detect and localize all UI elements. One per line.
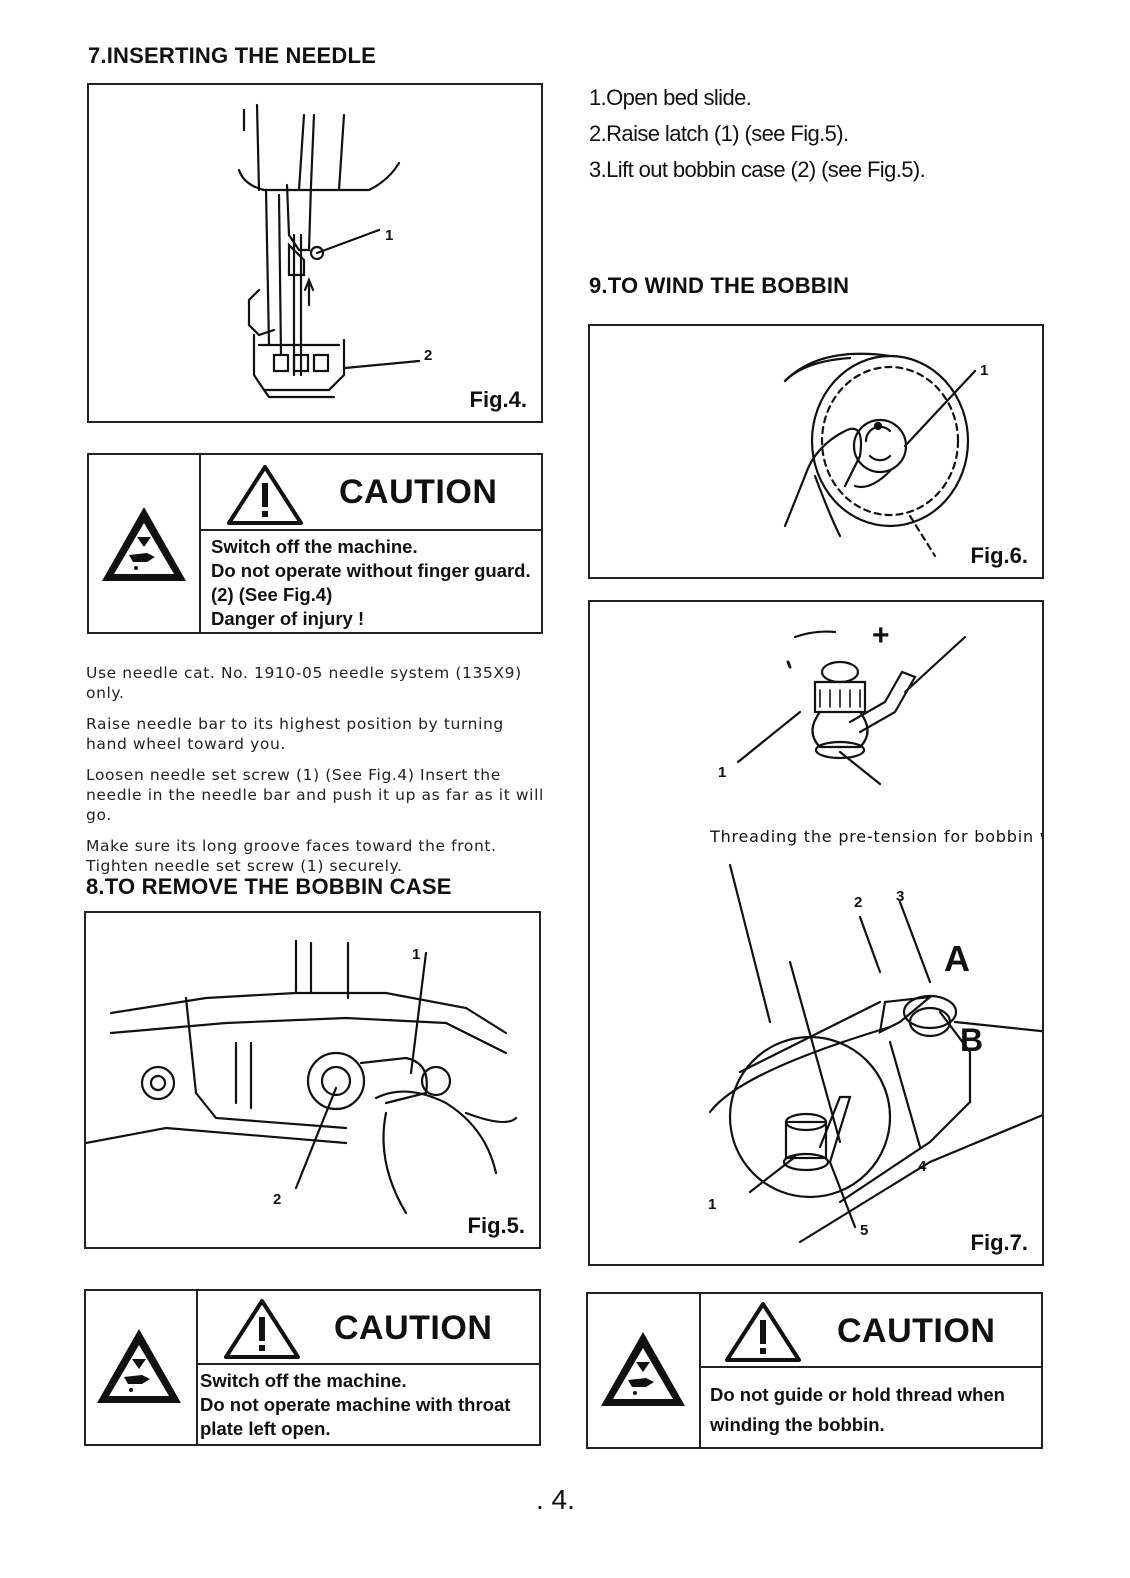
caution-title: CAUTION <box>334 1309 493 1347</box>
caution-box-finger-guard: CAUTION Switch off the machine. Do not o… <box>87 453 543 634</box>
bobbin-case-drawing <box>86 939 518 1215</box>
fig-5-callout-1: 1 <box>412 946 421 963</box>
caution-icon-cell <box>588 1294 701 1447</box>
caution-title-cell: CAUTION <box>199 455 541 531</box>
fig-4-callout-2: 2 <box>424 347 433 364</box>
fig-4-callout-1: 1 <box>385 227 394 244</box>
caution-title: CAUTION <box>837 1312 996 1350</box>
caution-line: Switch off the machine. <box>200 1370 407 1391</box>
fig-4-label: Fig.4. <box>469 387 527 412</box>
caution-body: Switch off the machine. Do not operate m… <box>200 1369 510 1441</box>
fig-6-bobbin-winder-illustration: 1 Fig.6. <box>588 324 1044 579</box>
caution-title-cell: CAUTION <box>196 1291 539 1365</box>
fig-6-callout-1: 1 <box>980 362 989 379</box>
instruction-paragraph: Use needle cat. No. 1910-05 needle syste… <box>86 664 522 702</box>
fig-7-callout-1-bottom: 1 <box>708 1196 717 1213</box>
page-number: . 4. <box>536 1484 575 1515</box>
fig-7-threading-illustration: Threading the pre-tension for bobbin win… <box>588 600 1044 1266</box>
warning-triangle-icon <box>224 1299 300 1359</box>
fig-7-callout-5: 5 <box>860 1222 869 1239</box>
fig-6-label: Fig.6. <box>970 543 1028 568</box>
fig-7-caption: Threading the pre-tension for bobbin win… <box>709 827 1042 846</box>
fig-7-callout-4: 4 <box>918 1158 927 1175</box>
bobbin-case-steps: 1.Open bed slide. 2.Raise latch (1) (see… <box>589 80 926 188</box>
step-item: 3.Lift out bobbin case (2) (see Fig.5). <box>589 157 926 182</box>
fig-7-callout-2: 2 <box>854 894 863 911</box>
caution-box-throat-plate: CAUTION Switch off the machine. Do not o… <box>84 1289 541 1446</box>
threading-drawing: Threading the pre-tension for bobbin win… <box>708 630 1042 1244</box>
section-7-heading: 7.INSERTING THE NEEDLE <box>88 43 376 68</box>
step-item: 2.Raise latch (1) (see Fig.5). <box>589 121 849 146</box>
caution-line: Do not operate machine with throat <box>200 1394 511 1415</box>
caution-title: CAUTION <box>339 473 498 511</box>
fig-7-callout-1-top: 1 <box>718 764 727 781</box>
warning-triangle-icon <box>227 465 303 525</box>
hand-hazard-icon <box>601 1332 685 1406</box>
needle-drawing <box>237 103 421 399</box>
caution-icon-cell <box>89 455 201 632</box>
pretension-plus-sign: + <box>872 619 890 652</box>
fig-4-needle-illustration: 1 2 Fig.4. <box>87 83 543 423</box>
caution-line: Do not operate without finger guard. <box>211 560 531 581</box>
fig-7-callout-3: 3 <box>896 888 905 905</box>
instruction-paragraph: Raise needle bar to its highest position… <box>86 715 504 753</box>
caution-title-cell: CAUTION <box>699 1294 1041 1368</box>
caution-body: Switch off the machine. Do not operate w… <box>211 535 531 631</box>
caution-line: winding the bobbin. <box>710 1414 885 1435</box>
caution-body: Do not guide or hold thread when winding… <box>710 1380 1005 1440</box>
step-item: 1.Open bed slide. <box>589 85 752 110</box>
fig-7-label: Fig.7. <box>970 1230 1028 1255</box>
needle-instructions: Use needle cat. No. 1910-05 needle syste… <box>86 663 544 887</box>
caution-line: plate left open. <box>200 1418 331 1439</box>
caution-line: (2) (See Fig.4) <box>211 584 333 605</box>
fig-5-callout-2: 2 <box>273 1191 282 1208</box>
hand-hazard-icon <box>102 507 186 581</box>
fig-5-bobbin-case-illustration: 1 2 Fig.5. <box>84 911 541 1249</box>
hand-hazard-icon <box>97 1329 181 1403</box>
fig-7-callout-b: B <box>960 1022 984 1058</box>
caution-box-winding: CAUTION Do not guide or hold thread when… <box>586 1292 1043 1449</box>
section-9-heading: 9.TO WIND THE BOBBIN <box>589 273 850 298</box>
caution-line: Switch off the machine. <box>211 536 418 557</box>
instruction-paragraph: Make sure its long groove faces toward t… <box>86 837 497 875</box>
bobbin-winder-drawing <box>783 352 977 558</box>
fig-7-callout-a: A <box>944 938 970 979</box>
caution-line: Danger of injury ! <box>211 608 365 629</box>
instruction-paragraph: Loosen needle set screw (1) (See Fig.4) … <box>86 766 544 824</box>
caution-icon-cell <box>86 1291 198 1444</box>
fig-5-label: Fig.5. <box>467 1213 525 1238</box>
section-8-heading: 8.TO REMOVE THE BOBBIN CASE <box>86 874 452 899</box>
caution-line: Do not guide or hold thread when <box>710 1384 1005 1405</box>
warning-triangle-icon <box>725 1302 801 1362</box>
